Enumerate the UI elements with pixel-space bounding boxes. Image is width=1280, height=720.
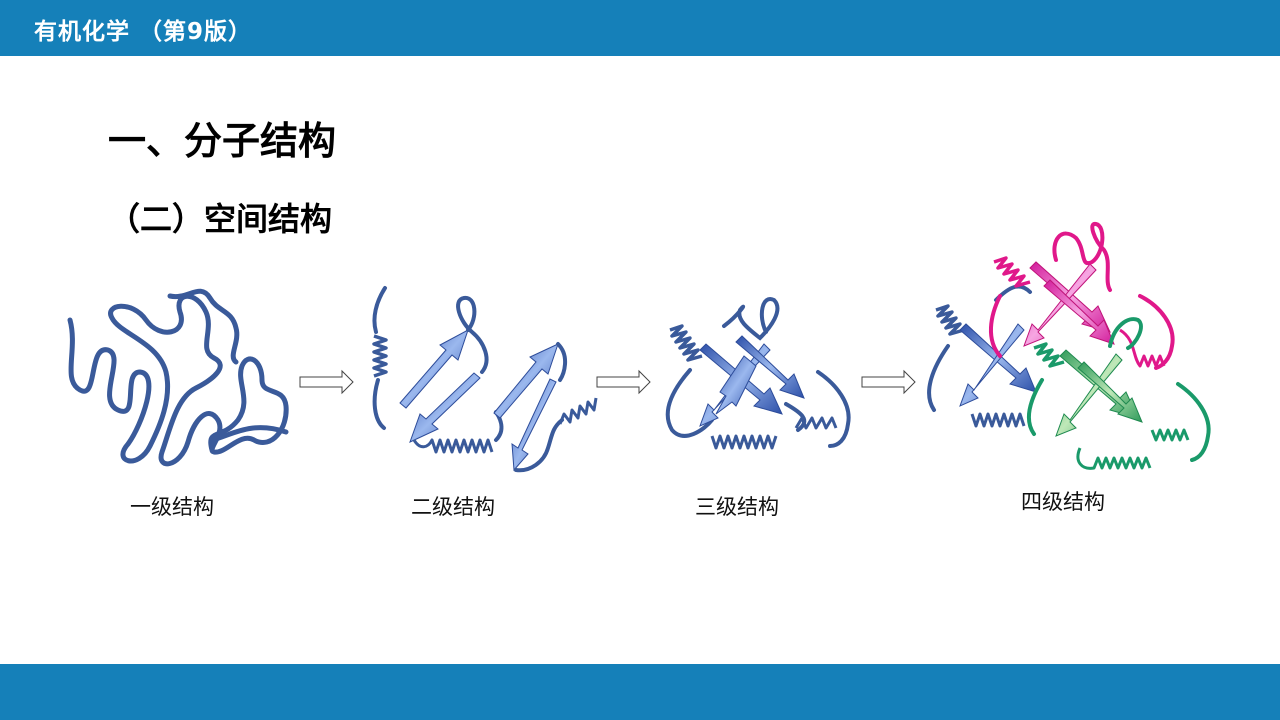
header-bar: 有机化学 （第9版）: [0, 0, 1280, 56]
magenta-subunit: [988, 221, 1175, 370]
secondary-structure: [372, 286, 598, 473]
sub-title: （二）空间结构: [108, 200, 333, 238]
arrow-icon: [299, 369, 354, 395]
arrow-icon: [861, 369, 916, 395]
blue-subunit: [927, 284, 1037, 428]
arrow-icon: [596, 369, 651, 395]
quaternary-structure: [927, 221, 1211, 470]
tertiary-structure: [665, 297, 851, 450]
stage-label-quaternary: 四级结构: [1021, 490, 1105, 514]
stage-label-tertiary: 三级结构: [695, 495, 779, 519]
header-title: 有机化学 （第9版）: [34, 19, 253, 45]
footer-bar: [0, 664, 1280, 720]
stage-label-secondary: 二级结构: [411, 495, 495, 519]
section-title: 一、分子结构: [108, 119, 337, 163]
stage-label-primary: 一级结构: [130, 495, 214, 519]
green-subunit: [1026, 317, 1211, 470]
primary-structure-coil: [67, 288, 289, 467]
